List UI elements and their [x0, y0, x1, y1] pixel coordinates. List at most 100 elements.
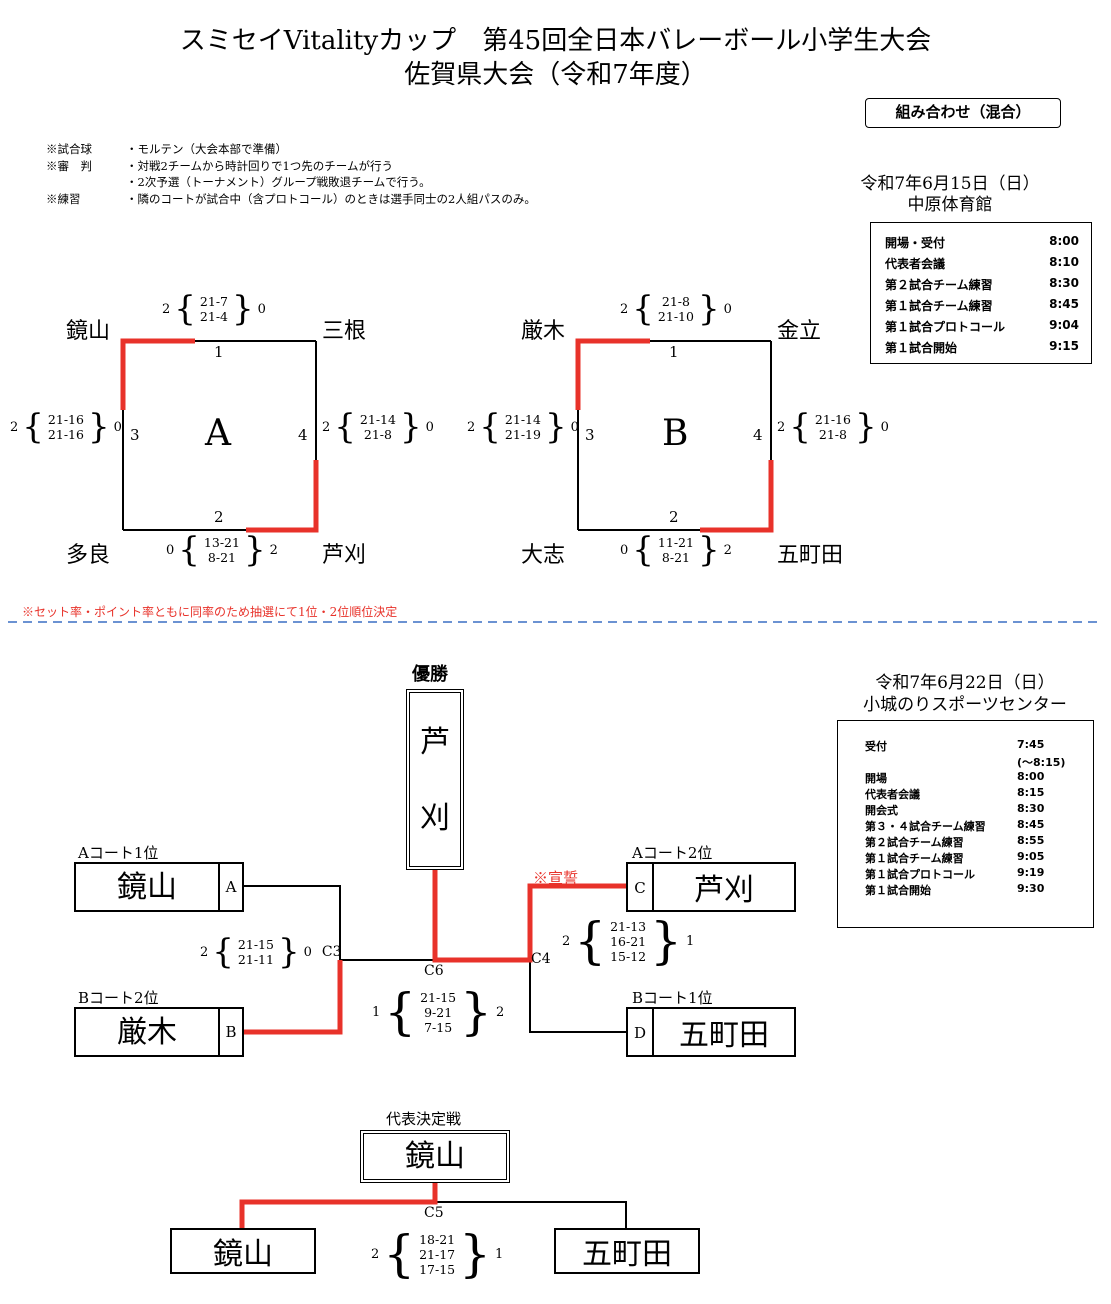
- champion-char: 芦: [420, 725, 450, 760]
- sets-won: 0: [303, 944, 312, 960]
- set-score: 13-21: [203, 535, 240, 550]
- schedule-item: 第１試合プロトコール: [865, 868, 975, 881]
- group-a-label: A: [205, 413, 231, 454]
- sets-won: 2: [620, 301, 629, 317]
- match-code: C6: [424, 963, 444, 979]
- day2-date: 令和7年6月22日（日）: [875, 673, 1055, 693]
- side-number: 2: [669, 508, 679, 526]
- seed-label: Aコート2位: [632, 844, 713, 862]
- rep-left-team: 鏡山: [170, 1228, 316, 1274]
- side-number: 2: [214, 508, 224, 526]
- sets-won: 0: [425, 419, 434, 435]
- day1-date: 令和7年6月15日（日）: [860, 174, 1040, 194]
- sets-won: 1: [685, 933, 695, 949]
- sets-won: 0: [570, 419, 579, 435]
- sets-won: 0: [880, 419, 889, 435]
- schedule-item: 開場・受付: [885, 236, 946, 250]
- side-number: 3: [585, 426, 595, 444]
- team-kyuragi: 厳木: [521, 319, 566, 344]
- schedule-item: 代表者会議: [865, 788, 920, 801]
- tiebreak-note: ※セット率・ポイント率ともに同率のため抽選にて1位・2位順位決定: [22, 605, 398, 619]
- schedule-time: 8:45: [1049, 297, 1079, 311]
- team-kinryu: 金立: [777, 319, 822, 344]
- set-score: 21-19: [504, 427, 541, 442]
- note-label: ※練習: [46, 191, 81, 206]
- brace-left: {: [178, 530, 200, 570]
- schedule-time: 8:00: [1017, 770, 1045, 783]
- sets-won: 1: [372, 1004, 381, 1020]
- group-b-winner-path: [575, 338, 774, 533]
- team-mine: 三根: [322, 319, 367, 344]
- schedule-time: 7:45: [1017, 738, 1045, 751]
- brace-left: {: [479, 407, 501, 447]
- schedule-item: 開場: [865, 772, 887, 785]
- set-score: 21-13: [610, 918, 647, 934]
- slot-letter: A: [225, 878, 237, 896]
- bracket-slot-b: 厳木 B: [74, 1007, 244, 1057]
- seed-label: Aコート1位: [78, 844, 159, 862]
- team-ashikari: 芦刈: [322, 543, 367, 568]
- note-text: ・2次予選（トーナメント）グループ戦敗退チームで行う。: [126, 175, 431, 189]
- brace-right: }: [399, 407, 422, 447]
- schedule-time: 8:10: [1049, 255, 1079, 269]
- set-score: 8-21: [207, 550, 236, 565]
- brace-left: {: [632, 289, 654, 329]
- sets-won: 2: [162, 301, 171, 317]
- schedule-time: 9:19: [1017, 866, 1045, 879]
- sets-won: 2: [200, 944, 209, 960]
- set-score: 21-16: [47, 427, 84, 442]
- final-winner-path: [244, 870, 626, 1035]
- schedule-item: 第１試合チーム練習: [885, 299, 993, 313]
- rep-right-team: 五町田: [554, 1228, 700, 1274]
- note-text: ・隣のコートが試合中（含プロトコール）のときは選手同士の2人組パスのみ。: [126, 191, 536, 206]
- set-score: 21-11: [237, 952, 274, 967]
- rep-winner-path: [239, 1183, 438, 1228]
- set-score: 8-21: [661, 550, 690, 565]
- brace-right: }: [232, 289, 254, 329]
- sets-won: 2: [495, 1004, 505, 1020]
- brace-right: }: [854, 407, 877, 447]
- group-b-label: B: [662, 413, 689, 454]
- set-score: 21-16: [814, 412, 851, 427]
- set-score: 17-15: [419, 1261, 456, 1277]
- brace-right: }: [460, 983, 492, 1041]
- set-score: 21-8: [661, 294, 690, 309]
- team-kagamiyama: 鏡山: [66, 319, 111, 344]
- schedule-item: 受付: [865, 740, 887, 753]
- oath-note: ※宣誓: [533, 869, 579, 887]
- side-number: 4: [298, 426, 308, 444]
- brace-right: }: [697, 289, 720, 329]
- set-score: 11-21: [657, 535, 694, 550]
- day1-venue: 中原体育館: [907, 195, 993, 215]
- brace-left: {: [22, 407, 44, 447]
- schedule-item: 第１試合開始: [885, 341, 958, 355]
- brace-left: {: [212, 932, 234, 972]
- set-score: 21-7: [199, 294, 229, 309]
- slot-team: 五町田: [679, 1018, 769, 1053]
- brace-right: }: [697, 530, 720, 570]
- sets-won: 2: [322, 419, 331, 435]
- set-score: 21-17: [419, 1246, 456, 1262]
- rep-bracket-lines: [434, 1183, 627, 1228]
- schedule-time: 9:04: [1049, 318, 1079, 332]
- set-score: 21-8: [818, 427, 847, 442]
- note-label: ※審 判: [46, 158, 92, 173]
- brace-left: {: [632, 530, 654, 570]
- brace-right: }: [459, 1225, 491, 1283]
- side-number: 1: [669, 343, 679, 361]
- match-code: C4: [531, 951, 551, 967]
- brace-left: {: [334, 407, 356, 447]
- schedule-item: 第１試合プロトコール: [885, 320, 1006, 334]
- brace-right: }: [87, 407, 110, 447]
- schedule-item: 第１試合開始: [865, 884, 931, 897]
